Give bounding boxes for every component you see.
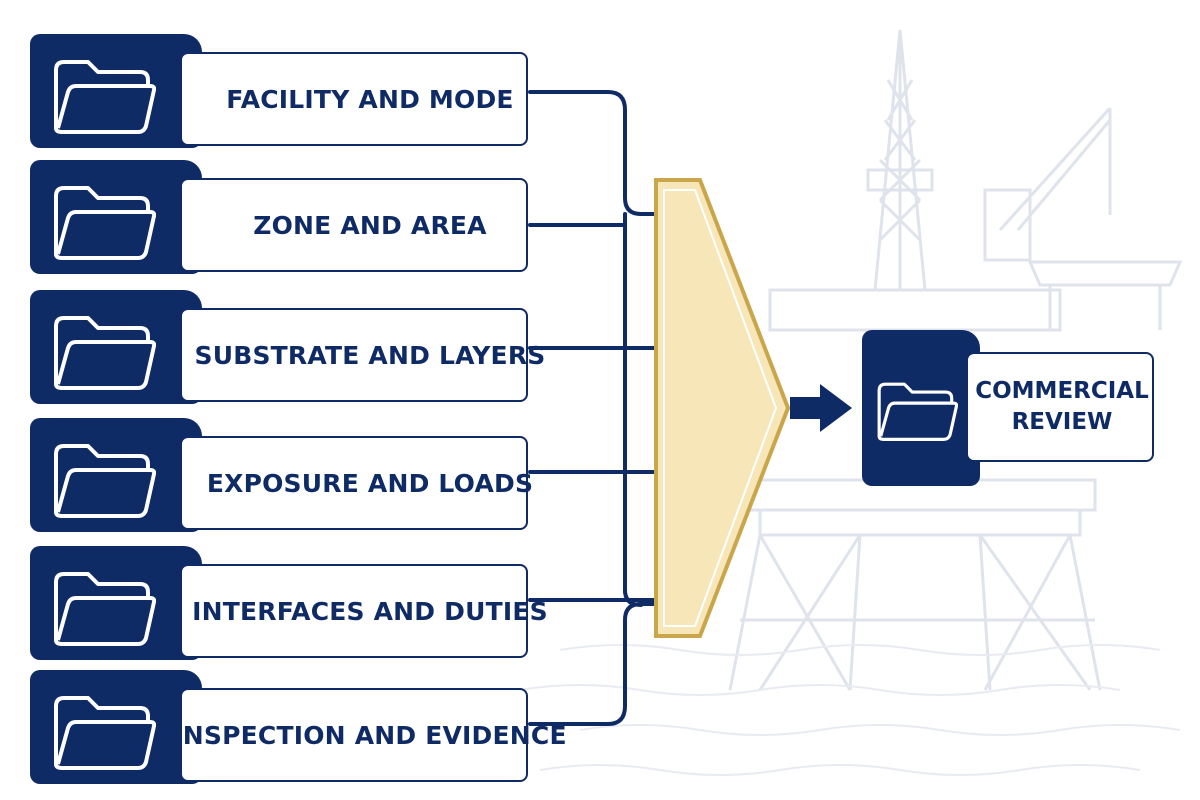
output-label: COMMERCIAL REVIEW xyxy=(972,352,1152,462)
card-label: INSPECTION AND EVIDENCE xyxy=(173,720,567,750)
input-card-exposure-and-loads: EXPOSURE AND LOADS xyxy=(30,418,533,532)
card-box xyxy=(180,308,528,402)
input-card-inspection-and-evidence: INSPECTION AND EVIDENCE xyxy=(30,670,567,784)
folder-icon xyxy=(54,316,156,390)
folder-icon xyxy=(54,60,156,134)
card-tab xyxy=(30,670,202,784)
card-tab xyxy=(862,330,980,486)
card-box xyxy=(180,688,528,782)
card-tab xyxy=(30,546,202,660)
card-box xyxy=(180,436,528,530)
input-card-zone-and-area: ZONE AND AREA xyxy=(30,160,530,274)
card-box xyxy=(180,52,528,146)
input-card-substrate-and-layers: SUBSTRATE AND LAYERS xyxy=(30,290,545,404)
output-label-line-2: REVIEW xyxy=(1011,409,1113,435)
folder-icon xyxy=(54,186,156,260)
card-tab xyxy=(30,290,202,404)
card-tab xyxy=(30,34,202,148)
card-box xyxy=(180,178,528,272)
output-arrow xyxy=(790,384,852,432)
folder-icon xyxy=(877,382,958,441)
card-label: FACILITY AND MODE xyxy=(226,84,514,114)
output-label-line-1: COMMERCIAL xyxy=(975,378,1149,404)
merge-funnel xyxy=(654,178,791,638)
folder-icon xyxy=(54,444,156,518)
card-label: INTERFACES AND DUTIES xyxy=(192,596,548,626)
connector-6 xyxy=(528,602,660,726)
card-label: EXPOSURE AND LOADS xyxy=(206,468,534,498)
card-label: SUBSTRATE AND LAYERS xyxy=(194,340,546,370)
connector-1 xyxy=(528,90,660,216)
card-box xyxy=(180,564,528,658)
card-tab xyxy=(30,160,202,274)
output-card-commercial-review: COMMERCIAL REVIEW xyxy=(862,330,1154,486)
input-card-interfaces-and-duties: INTERFACES AND DUTIES xyxy=(30,546,548,660)
card-tab xyxy=(30,418,202,532)
card-label: ZONE AND AREA xyxy=(253,210,487,240)
input-card-facility-and-mode: FACILITY AND MODE xyxy=(30,34,530,148)
card-box xyxy=(966,352,1154,462)
folder-icon xyxy=(54,572,156,646)
folder-icon xyxy=(54,696,156,770)
